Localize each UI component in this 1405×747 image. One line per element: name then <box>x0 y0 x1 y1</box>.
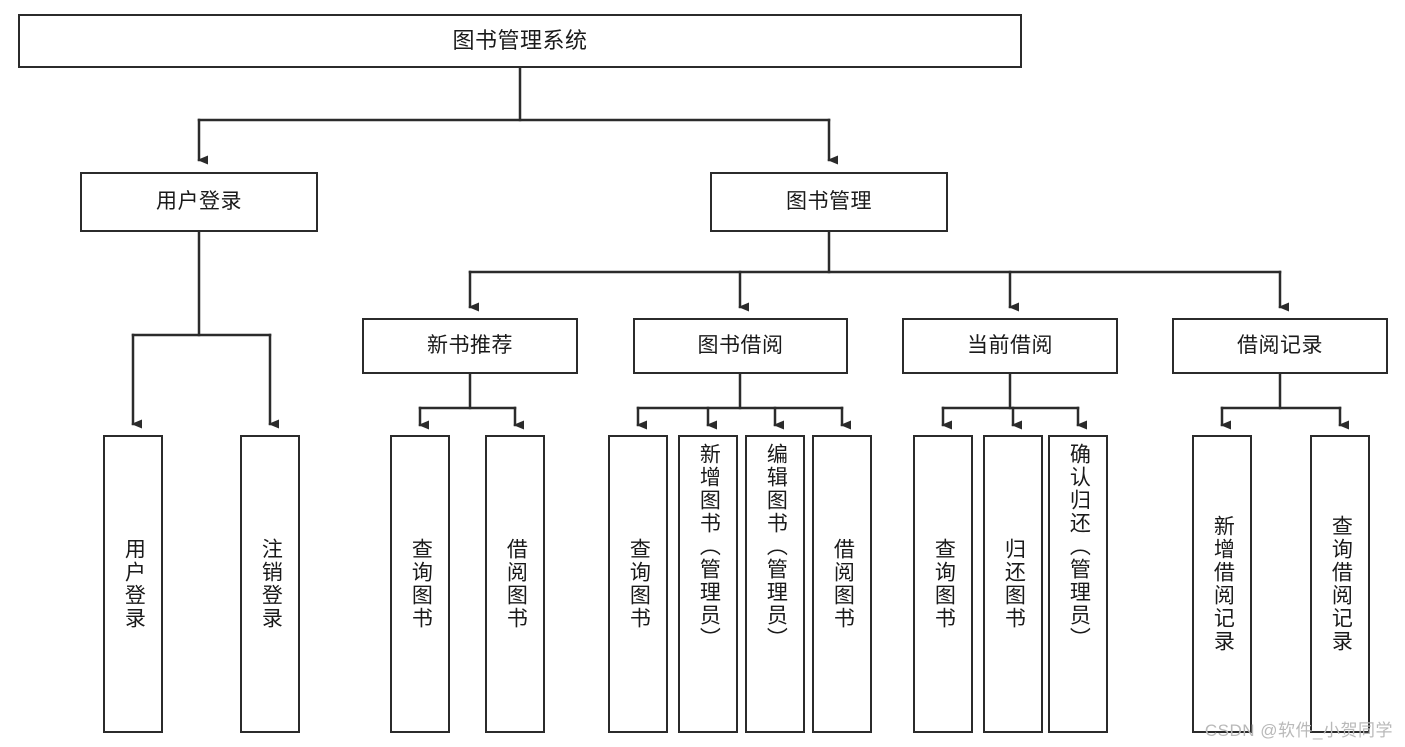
node-leaf-12[interactable]: 查询借阅记录 <box>1310 435 1370 733</box>
node-level2-0[interactable]: 用户登录 <box>80 172 318 232</box>
node-leaf-9-label: 归还图书 <box>1002 538 1026 630</box>
node-root-label: 图书管理系统 <box>452 27 588 53</box>
node-leaf-6-label: 编辑图书（管理员） <box>764 443 788 650</box>
node-leaf-4-label: 查询图书 <box>627 538 651 630</box>
node-leaf-5-label: 新增图书（管理员） <box>697 443 721 650</box>
node-level2-0-label: 用户登录 <box>156 190 242 214</box>
node-leaf-9[interactable]: 归还图书 <box>983 435 1043 733</box>
node-level3-2-label: 当前借阅 <box>967 334 1053 358</box>
node-root[interactable]: 图书管理系统 <box>18 14 1022 68</box>
node-leaf-7-label: 借阅图书 <box>831 538 855 630</box>
watermark-text: CSDN @软件_小贺同学 <box>1204 721 1393 740</box>
node-leaf-3[interactable]: 借阅图书 <box>485 435 545 733</box>
node-level3-1-label: 图书借阅 <box>697 334 784 358</box>
node-level3-3[interactable]: 借阅记录 <box>1172 318 1388 374</box>
node-level2-1-label: 图书管理 <box>786 190 872 214</box>
node-leaf-4[interactable]: 查询图书 <box>608 435 668 733</box>
node-leaf-2[interactable]: 查询图书 <box>390 435 450 733</box>
node-level3-2[interactable]: 当前借阅 <box>902 318 1118 374</box>
node-leaf-1-label: 注销登录 <box>259 538 283 630</box>
node-level3-0[interactable]: 新书推荐 <box>362 318 578 374</box>
node-leaf-0[interactable]: 用户登录 <box>103 435 163 733</box>
node-level3-0-label: 新书推荐 <box>427 334 513 358</box>
node-level3-1[interactable]: 图书借阅 <box>633 318 848 374</box>
node-leaf-11[interactable]: 新增借阅记录 <box>1192 435 1252 733</box>
node-leaf-6[interactable]: 编辑图书（管理员） <box>745 435 805 733</box>
node-leaf-5[interactable]: 新增图书（管理员） <box>678 435 738 733</box>
node-leaf-7[interactable]: 借阅图书 <box>812 435 872 733</box>
node-leaf-10-label: 确认归还（管理员） <box>1067 443 1091 650</box>
node-leaf-10[interactable]: 确认归还（管理员） <box>1048 435 1108 733</box>
node-leaf-8-label: 查询图书 <box>932 538 956 630</box>
node-leaf-0-label: 用户登录 <box>122 538 146 630</box>
node-leaf-12-label: 查询借阅记录 <box>1329 515 1353 653</box>
node-leaf-3-label: 借阅图书 <box>504 538 528 630</box>
node-level3-3-label: 借阅记录 <box>1237 334 1323 358</box>
node-leaf-11-label: 新增借阅记录 <box>1211 515 1235 653</box>
node-leaf-8[interactable]: 查询图书 <box>913 435 973 733</box>
node-leaf-1[interactable]: 注销登录 <box>240 435 300 733</box>
node-leaf-2-label: 查询图书 <box>409 538 433 630</box>
node-level2-1[interactable]: 图书管理 <box>710 172 948 232</box>
